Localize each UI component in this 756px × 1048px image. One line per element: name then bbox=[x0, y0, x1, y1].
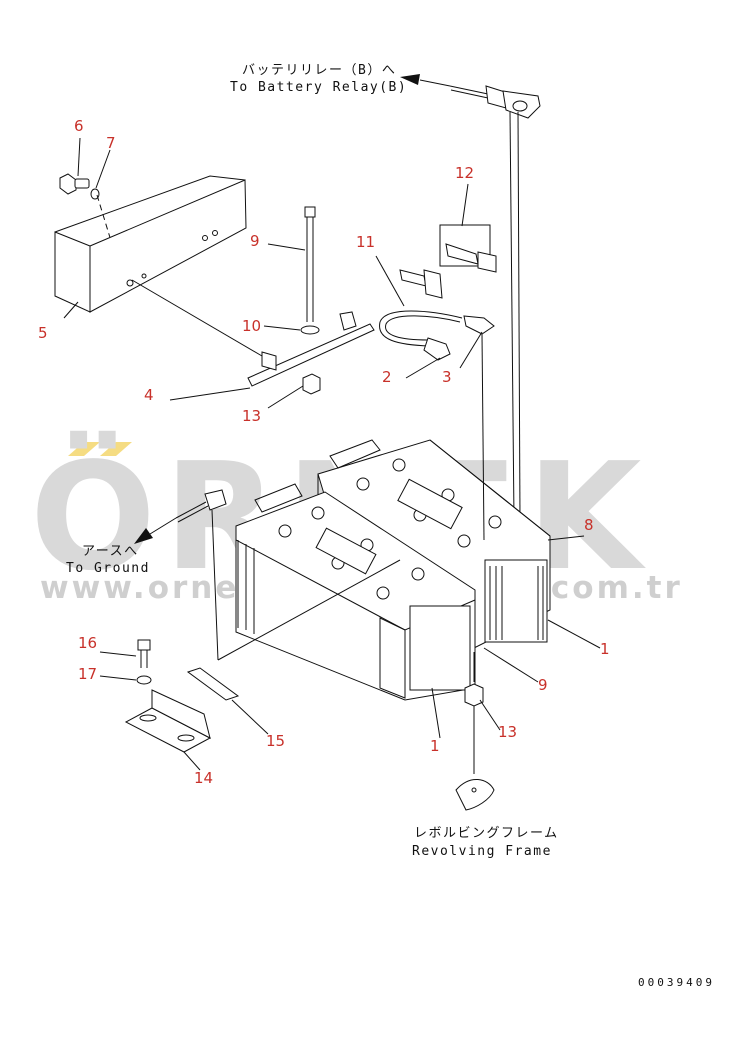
drawing-code: 00039409 bbox=[638, 976, 715, 989]
callout-3: 3 bbox=[442, 368, 452, 386]
arrow-to-battery-relay bbox=[400, 74, 451, 87]
battery-cable-11 bbox=[379, 310, 495, 361]
callout-11: 11 bbox=[356, 233, 375, 251]
callout-9: 9 bbox=[538, 676, 548, 694]
callout-12: 12 bbox=[455, 164, 474, 182]
nut-13 bbox=[302, 373, 321, 395]
battery-relay-cable-end bbox=[449, 85, 541, 521]
battery-terminals bbox=[278, 458, 502, 600]
ground-cable bbox=[175, 489, 401, 661]
bolt-16 bbox=[137, 639, 151, 668]
callout-1: 1 bbox=[430, 737, 440, 755]
callout-1: 1 bbox=[600, 640, 610, 658]
battery-front bbox=[235, 483, 476, 701]
note-frame-jp: レボルビングフレーム bbox=[414, 826, 559, 841]
hold-down-bar-4 bbox=[131, 279, 375, 387]
callout-10: 10 bbox=[242, 317, 261, 335]
callout-16: 16 bbox=[78, 634, 97, 652]
callout-13: 13 bbox=[498, 723, 517, 741]
callout-14: 14 bbox=[194, 769, 213, 787]
callout-7: 7 bbox=[106, 134, 116, 152]
washer-17 bbox=[136, 675, 152, 685]
bracket-14 bbox=[124, 689, 212, 753]
callout-6: 6 bbox=[74, 117, 84, 135]
note-ground-en: To Ground bbox=[66, 561, 150, 576]
watermark-accent-mark bbox=[68, 442, 100, 456]
callout-2: 2 bbox=[382, 368, 392, 386]
callout-13: 13 bbox=[242, 407, 261, 425]
note-battery-relay-jp: バッテリリレー（B）へ bbox=[242, 63, 396, 78]
cover-plate-5 bbox=[54, 175, 247, 313]
note-ground-jp: アースへ bbox=[82, 544, 139, 559]
leader-lines bbox=[63, 137, 601, 771]
callout-15: 15 bbox=[266, 732, 285, 750]
bolt-6 bbox=[59, 173, 90, 195]
watermark-accent-mark bbox=[100, 442, 132, 456]
callout-8: 8 bbox=[584, 516, 594, 534]
nut-13-lower bbox=[464, 683, 484, 707]
hold-rod-9 bbox=[300, 206, 320, 335]
note-frame-en: Revolving Frame bbox=[412, 844, 552, 859]
callout-4: 4 bbox=[144, 386, 154, 404]
callout-5: 5 bbox=[38, 324, 48, 342]
part-callouts: 1 1 2 3 4 5 6 7 8 9 9 10 11 12 13 13 14 … bbox=[38, 117, 610, 787]
arrow-to-ground bbox=[134, 517, 177, 544]
note-battery-relay-en: To Battery Relay(B) bbox=[230, 80, 407, 95]
washer-10 bbox=[300, 325, 320, 335]
callout-9: 9 bbox=[250, 232, 260, 250]
pad-15 bbox=[186, 667, 240, 701]
revolving-frame-mount bbox=[455, 779, 495, 811]
connector-12 bbox=[399, 224, 497, 299]
callout-17: 17 bbox=[78, 665, 97, 683]
